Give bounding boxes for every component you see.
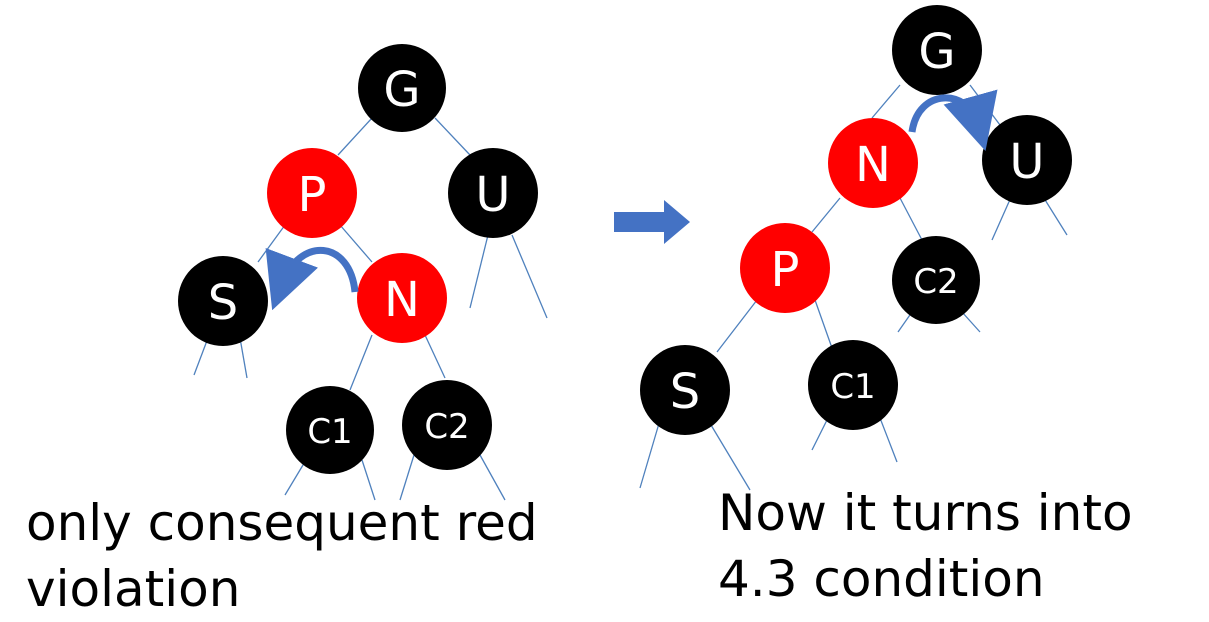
node-u-right: U	[982, 115, 1072, 205]
node-label: G	[383, 62, 420, 118]
edge-n-c1	[349, 334, 373, 391]
node-label: G	[918, 24, 955, 80]
node-label: C2	[424, 407, 469, 447]
node-n-right: N	[828, 118, 918, 208]
caption-line: Now it turns into	[718, 484, 1133, 542]
caption-line: violation	[26, 560, 241, 618]
caption-right: Now it turns into 4.3 condition	[718, 480, 1133, 612]
edge-p-c1	[814, 299, 833, 349]
edge-g-u	[434, 117, 471, 156]
edge-u-left	[991, 194, 1013, 241]
edge-s-right	[239, 337, 248, 379]
edge-c1-left	[284, 459, 307, 496]
edge-c2-left	[399, 454, 415, 501]
left-tree-edges	[193, 117, 548, 501]
left-tree-nodes: G P U S N C1 C2	[178, 44, 538, 474]
node-c1-right: C1	[808, 340, 898, 430]
node-label: P	[771, 242, 800, 298]
edge-c1-right	[879, 417, 898, 463]
caption-line: 4.3 condition	[718, 550, 1045, 608]
node-p-right: P	[740, 223, 830, 313]
edge-s-right	[707, 419, 751, 491]
node-g-left: G	[358, 44, 446, 132]
node-label: S	[670, 364, 700, 420]
node-label: N	[384, 272, 420, 328]
rotation-arrow-right	[908, 89, 998, 151]
edge-c2-right	[961, 311, 981, 333]
edge-n-p	[811, 197, 841, 233]
node-label: U	[1009, 134, 1044, 190]
edge-g-n	[871, 84, 901, 119]
rotation-arrow-left	[265, 246, 359, 311]
node-p-left: P	[267, 148, 357, 238]
edge-n-c2	[899, 197, 923, 241]
edge-c2-left	[897, 311, 913, 333]
edge-g-p	[337, 117, 373, 156]
edge-s-left	[639, 419, 661, 489]
node-label: N	[855, 137, 891, 193]
node-c2-left: C2	[402, 380, 492, 470]
edge-c1-right	[361, 459, 376, 501]
node-u-left: U	[448, 148, 538, 238]
node-s-left: S	[178, 256, 268, 346]
right-tree-edges	[639, 84, 1068, 491]
edge-u-right	[511, 234, 548, 319]
node-c2-right: C2	[892, 236, 980, 324]
edge-u-right	[1041, 194, 1068, 236]
node-c1-left: C1	[286, 386, 374, 474]
node-s-right: S	[640, 345, 730, 435]
node-label: C1	[830, 367, 875, 407]
edge-p-s	[257, 224, 286, 263]
edge-c2-right	[479, 454, 506, 501]
edge-p-s	[716, 299, 758, 353]
node-label: U	[475, 167, 510, 223]
edge-s-left	[193, 337, 209, 376]
caption-line: only consequent red	[26, 494, 538, 552]
edge-n-c2	[424, 334, 446, 379]
node-label: C2	[913, 262, 958, 302]
node-label: P	[298, 167, 327, 223]
node-g-right: G	[892, 5, 982, 95]
right-arrow-icon	[614, 200, 690, 244]
caption-left: only consequent red violation	[26, 490, 538, 622]
node-label: C1	[307, 412, 352, 452]
edge-c1-left	[811, 417, 829, 451]
edge-p-n	[339, 224, 373, 263]
node-label: S	[208, 275, 238, 331]
right-tree-nodes: G N U P C2 S C1	[640, 5, 1072, 435]
node-n-left: N	[357, 253, 447, 343]
edge-u-left	[469, 234, 489, 309]
